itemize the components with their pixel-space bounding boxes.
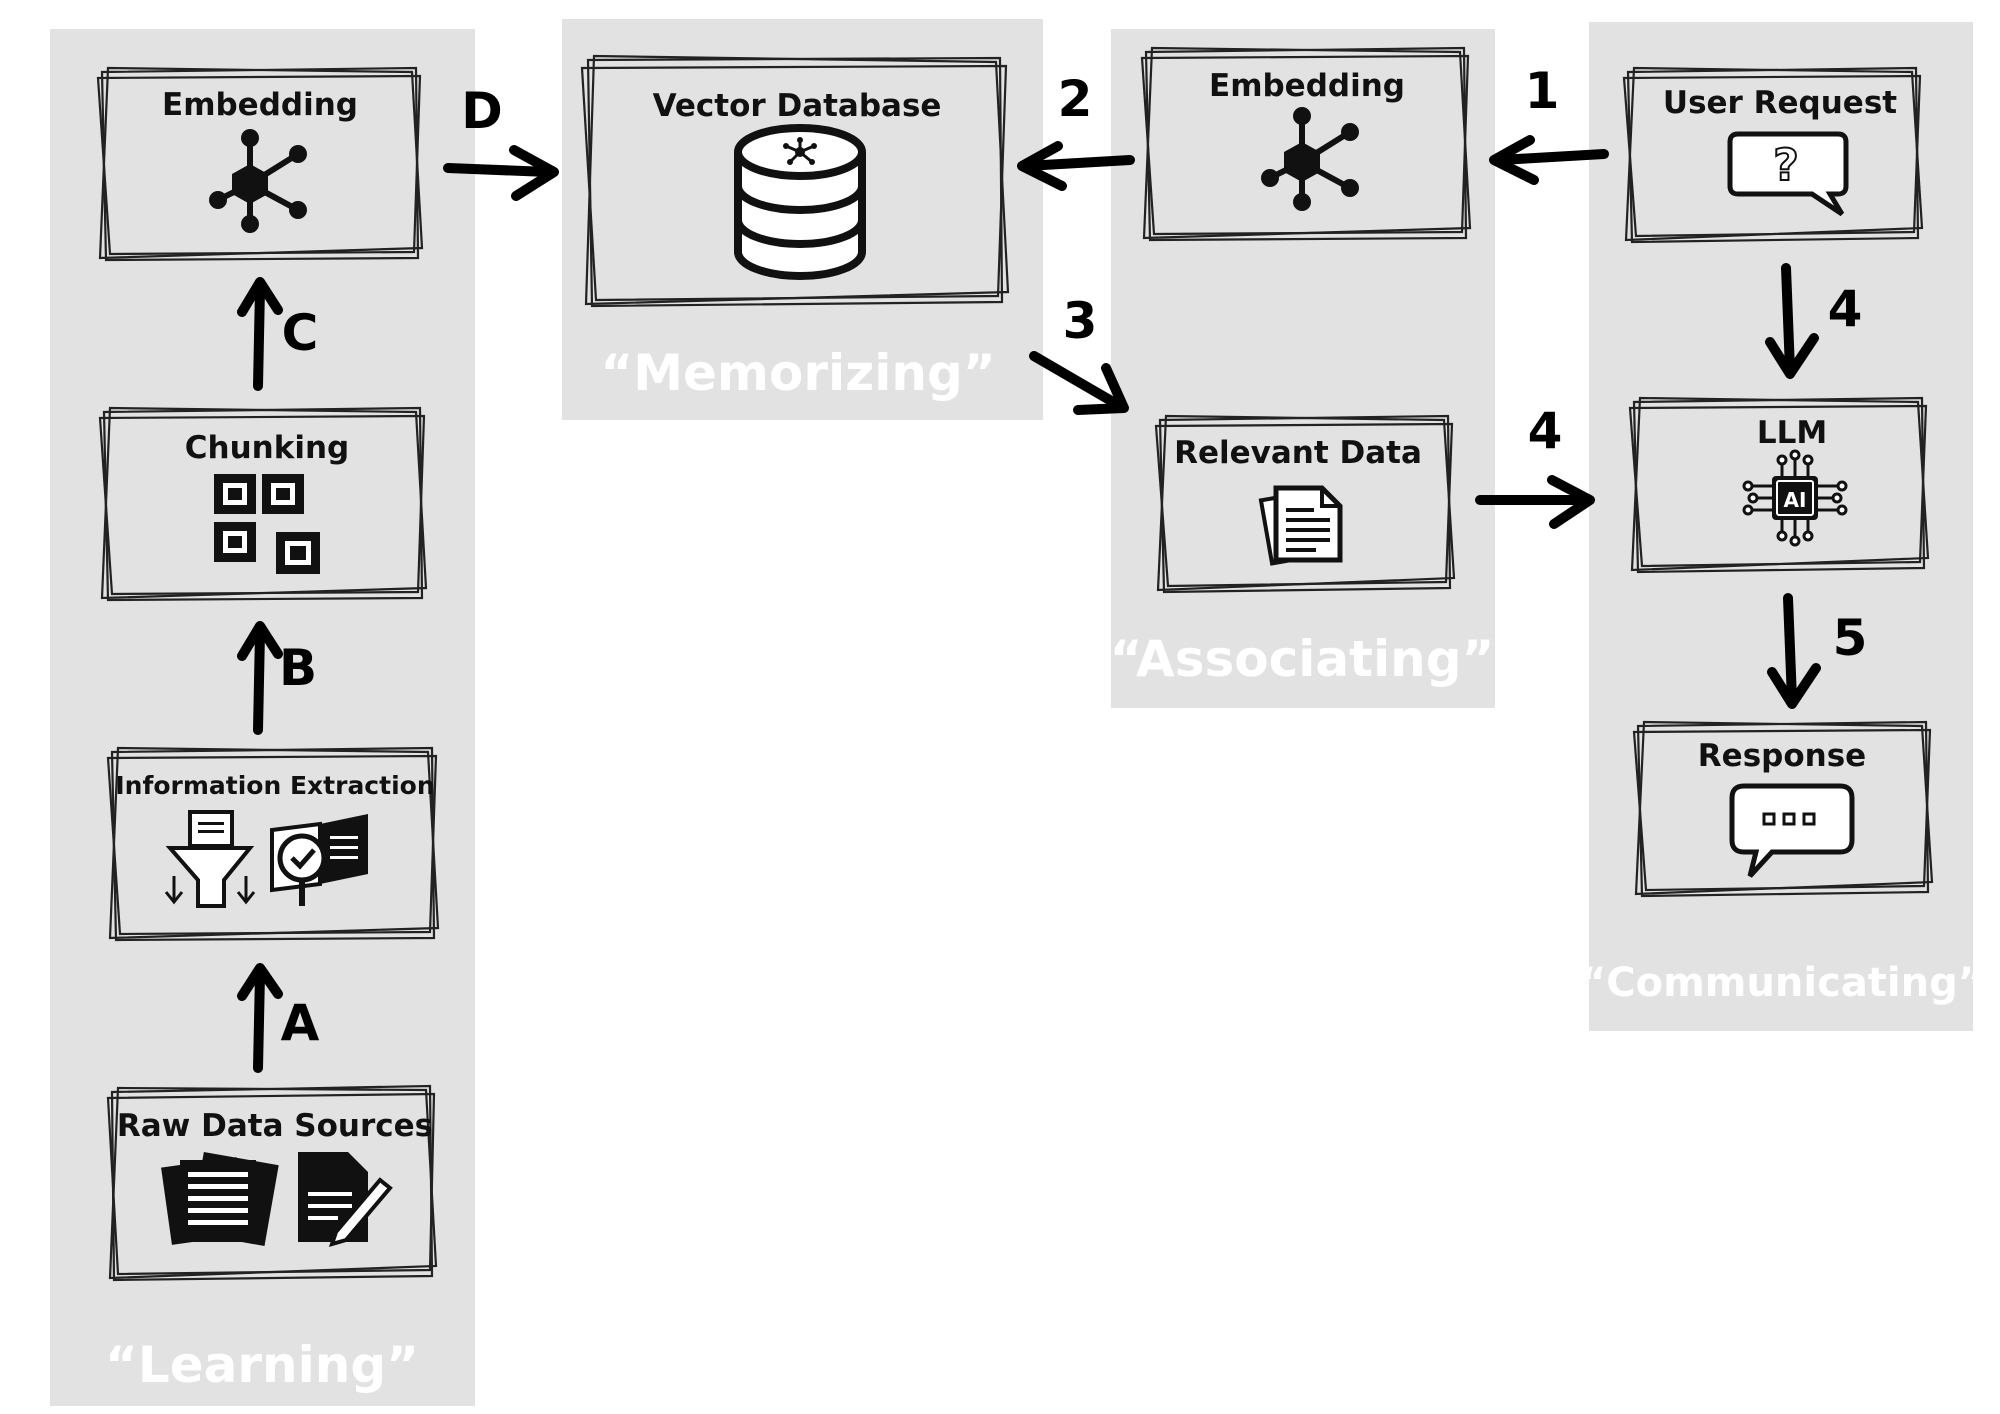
step-label-3: 3 [1063, 292, 1098, 350]
arrow-d [443, 145, 559, 201]
filter-funnel-icon [164, 810, 256, 908]
arrow-a [237, 963, 283, 1073]
arrow-4-down [1765, 263, 1819, 379]
box-embedding-right: Embedding [1140, 46, 1472, 242]
ai-chip-label: AI [1784, 488, 1807, 512]
network-nodes-icon [1261, 107, 1359, 211]
step-label-a: A [281, 994, 320, 1052]
ai-chip-icon: AI [1742, 449, 1848, 547]
arrow-b [237, 621, 283, 735]
question-mark: ? [1773, 140, 1799, 191]
panel-label-associating: “Associating” [1110, 630, 1495, 688]
question-bubble-icon: ? [1727, 131, 1849, 217]
arrow-5 [1767, 593, 1821, 709]
box-title-information-extraction: Information Extraction [115, 771, 434, 800]
box-chunking: Chunking [98, 406, 428, 602]
box-information-extraction: Information Extraction [106, 746, 440, 942]
step-label-b: B [279, 639, 317, 697]
box-title-llm: LLM [1757, 415, 1827, 451]
document-stack-icon [161, 1152, 279, 1246]
book-search-icon [270, 814, 368, 906]
box-title-relevant-data: Relevant Data [1174, 435, 1422, 471]
arrow-c [237, 277, 283, 391]
arrow-2 [1017, 141, 1135, 191]
box-title-response: Response [1698, 738, 1866, 774]
documents-icon [1258, 485, 1343, 566]
step-label-c: C [282, 304, 319, 362]
database-cylinder-icon [734, 124, 866, 280]
step-label-d: D [461, 82, 503, 140]
chunks-grid-icon [214, 474, 320, 574]
box-title-vector-database: Vector Database [653, 88, 942, 124]
box-title-raw-data-sources: Raw Data Sources [117, 1108, 433, 1144]
box-title-embedding-left: Embedding [162, 87, 358, 123]
box-title-user-request: User Request [1663, 85, 1897, 121]
box-response: Response [1632, 720, 1934, 898]
box-llm: LLM AI [1628, 396, 1930, 574]
step-label-5: 5 [1833, 609, 1868, 667]
panel-label-memorizing: “Memorizing” [600, 344, 995, 402]
box-relevant-data: Relevant Data [1154, 414, 1456, 594]
box-embedding-left: Embedding [96, 66, 424, 262]
speech-bubble-icon [1729, 783, 1855, 878]
arrow-3 [1029, 351, 1129, 415]
step-label-4-down: 4 [1828, 280, 1863, 338]
box-vector-database: Vector Database [580, 54, 1010, 308]
panel-label-communicating: “Communicating” [1580, 960, 1984, 1006]
document-edit-icon [298, 1152, 393, 1247]
network-nodes-icon [209, 129, 307, 233]
box-title-embedding-right: Embedding [1209, 68, 1405, 104]
step-label-1: 1 [1525, 62, 1560, 120]
step-label-4-right: 4 [1528, 402, 1563, 460]
panel-label-learning: “Learning” [105, 1336, 419, 1394]
box-raw-data-sources: Raw Data Sources [106, 1084, 438, 1282]
arrow-1 [1489, 135, 1609, 185]
step-label-2: 2 [1058, 70, 1093, 128]
box-title-chunking: Chunking [185, 430, 349, 466]
arrow-4-right [1475, 475, 1595, 529]
box-user-request: User Request ? [1622, 66, 1924, 244]
